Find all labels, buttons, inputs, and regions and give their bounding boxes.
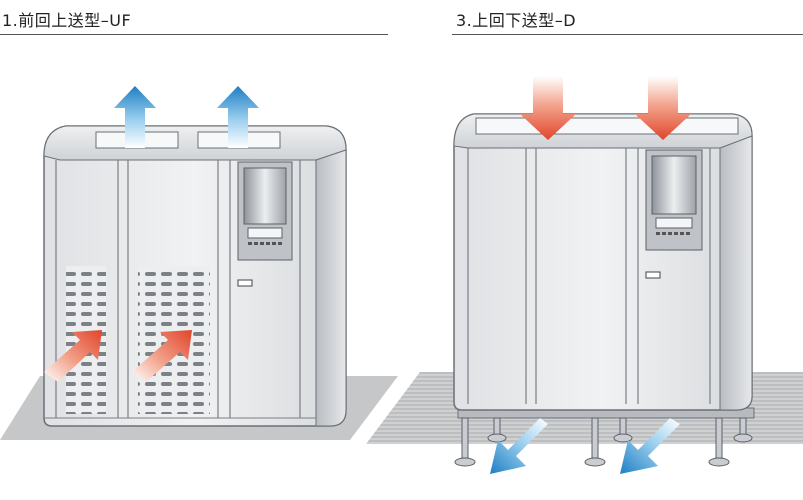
up-arrow-icon xyxy=(217,86,259,148)
caption-uf: 1.前回上送型–UF xyxy=(2,11,132,30)
display-screen-d xyxy=(655,217,693,229)
top-opening-d xyxy=(475,117,739,135)
down-arrow-icon xyxy=(520,76,576,140)
caption-d: 3.上回下送型–D xyxy=(456,11,577,30)
cabinet-d-side xyxy=(719,135,753,411)
keypad-uf xyxy=(248,242,282,245)
caption-d-rule xyxy=(452,34,803,35)
cabinet-uf-side xyxy=(315,149,347,427)
diagonal-arrow-icon xyxy=(132,330,192,382)
unit-uf xyxy=(0,86,398,440)
cabinet-uf-top xyxy=(43,125,347,161)
diagonal-arrow-icon xyxy=(620,418,680,474)
door-handle-uf xyxy=(237,279,253,287)
cabinet-d-body xyxy=(453,113,753,411)
display-screen-uf xyxy=(247,227,283,239)
diagonal-arrow-icon xyxy=(44,330,102,382)
up-arrow-icon xyxy=(114,86,156,148)
keypad-d xyxy=(656,232,690,235)
unit-d xyxy=(366,76,803,474)
down-arrow-icon xyxy=(635,76,691,140)
diagonal-arrow-icon xyxy=(490,418,548,474)
floor-stands-d xyxy=(454,417,753,467)
door-handle-d xyxy=(645,271,661,279)
caption-uf-rule xyxy=(0,34,388,35)
